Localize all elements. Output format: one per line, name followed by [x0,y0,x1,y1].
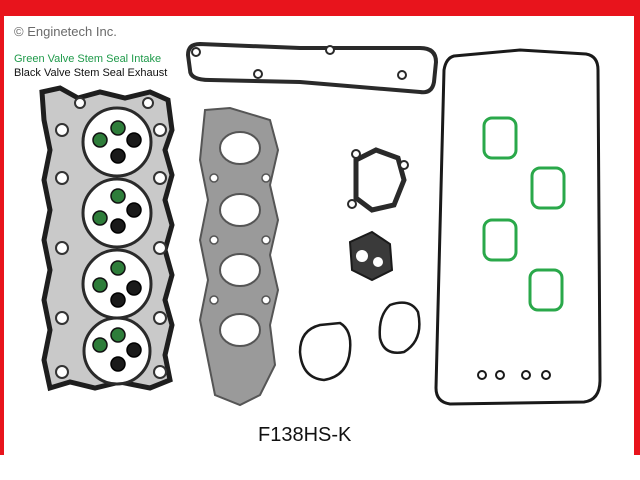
intake-gasket-top [185,41,439,95]
oring-gasket-round [298,321,352,382]
legend-intake: Green Valve Stem Seal Intake [14,53,162,65]
head-gasket [39,85,175,392]
valve-cover-gasket [434,48,602,406]
part-number: F138HS-K [258,424,352,446]
valve-stem-seals [92,120,142,372]
legend-exhaust: Black Valve Stem Seal Exhaust [14,67,168,79]
frame-bottom-gap [0,455,640,480]
thermostat-gasket [347,147,409,213]
copyright-text: © Enginetech Inc. [14,24,117,39]
water-outlet-gasket [348,230,394,282]
oring-gasket-oval [378,301,421,354]
exhaust-manifold-gasket [198,106,280,407]
